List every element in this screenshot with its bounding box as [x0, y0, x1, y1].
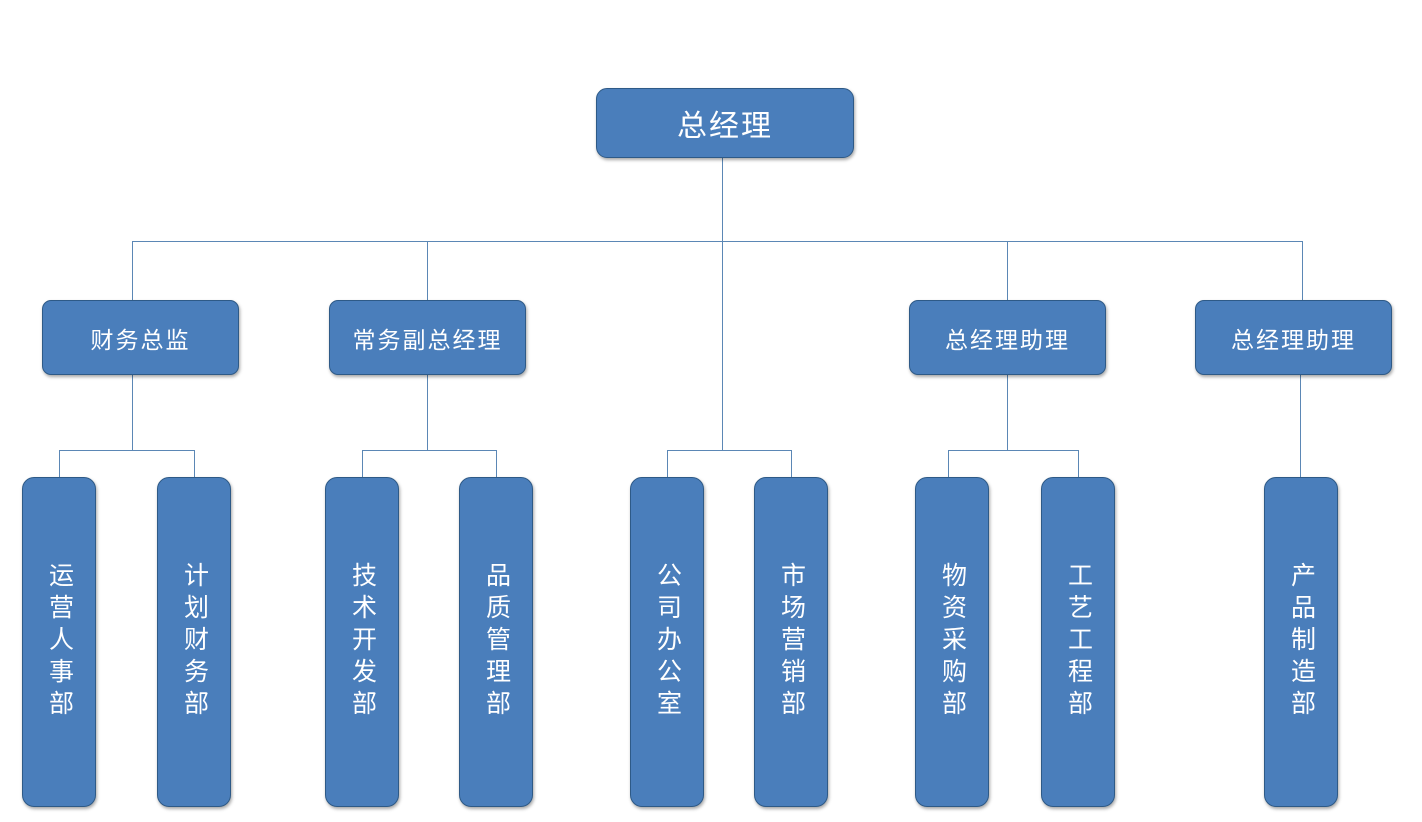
connector-gm-trunk	[722, 158, 723, 242]
node-material-procurement-dept[interactable]: 物资采购部	[915, 477, 989, 807]
node-company-office[interactable]: 公司办公室	[630, 477, 704, 807]
connector-gm-office-bus	[667, 450, 792, 451]
connector-ga1-to-dept8	[1078, 450, 1079, 478]
connector-evp-stem	[427, 375, 428, 451]
connector-gm-to-dept6	[791, 450, 792, 478]
connector-ga1-bus	[948, 450, 1079, 451]
connector-drop-ga2	[1302, 241, 1303, 300]
node-general-manager[interactable]: 总经理	[596, 88, 854, 158]
connector-evp-bus	[362, 450, 497, 451]
connector-gm-center-trunk	[722, 241, 723, 451]
node-label: 公司办公室	[653, 562, 681, 722]
node-label: 品质管理部	[482, 562, 510, 722]
node-label: 产品制造部	[1287, 562, 1315, 722]
connector-evp-to-dept4	[496, 450, 497, 478]
node-label: 技术开发部	[348, 562, 376, 722]
connector-cfo-to-dept1	[59, 450, 60, 478]
node-label: 财务总监	[90, 327, 191, 353]
connector-cfo-bus	[59, 450, 195, 451]
node-label: 计划财务部	[180, 562, 208, 722]
node-planning-finance-dept[interactable]: 计划财务部	[157, 477, 231, 807]
node-marketing-dept[interactable]: 市场营销部	[754, 477, 828, 807]
connector-evp-to-dept3	[362, 450, 363, 478]
node-quality-management-dept[interactable]: 品质管理部	[459, 477, 533, 807]
connector-ga1-to-dept7	[948, 450, 949, 478]
node-label: 总经理	[677, 110, 773, 143]
connector-ga2-to-dept9	[1300, 375, 1301, 478]
node-label: 运营人事部	[45, 562, 73, 722]
node-label: 市场营销部	[777, 562, 805, 722]
node-product-manufacturing-dept[interactable]: 产品制造部	[1264, 477, 1338, 807]
node-operations-hr-dept[interactable]: 运营人事部	[22, 477, 96, 807]
connector-drop-evp	[427, 241, 428, 300]
connector-drop-ga1	[1007, 241, 1008, 300]
node-label: 总经理助理	[1231, 327, 1356, 353]
node-cfo[interactable]: 财务总监	[42, 300, 239, 375]
node-gm-assistant-2[interactable]: 总经理助理	[1195, 300, 1392, 375]
node-label: 常务副总经理	[352, 327, 503, 353]
connector-drop-cfo	[132, 241, 133, 300]
node-label: 物资采购部	[938, 562, 966, 722]
node-label: 工艺工程部	[1064, 562, 1092, 722]
connector-cfo-to-dept2	[194, 450, 195, 478]
node-executive-deputy-gm[interactable]: 常务副总经理	[329, 300, 526, 375]
connector-cfo-stem	[132, 375, 133, 451]
node-process-engineering-dept[interactable]: 工艺工程部	[1041, 477, 1115, 807]
node-gm-assistant-1[interactable]: 总经理助理	[909, 300, 1106, 375]
node-label: 总经理助理	[945, 327, 1070, 353]
connector-main-bus	[132, 241, 1303, 242]
node-technology-development-dept[interactable]: 技术开发部	[325, 477, 399, 807]
connector-ga1-stem	[1007, 375, 1008, 451]
connector-gm-to-dept5	[667, 450, 668, 478]
